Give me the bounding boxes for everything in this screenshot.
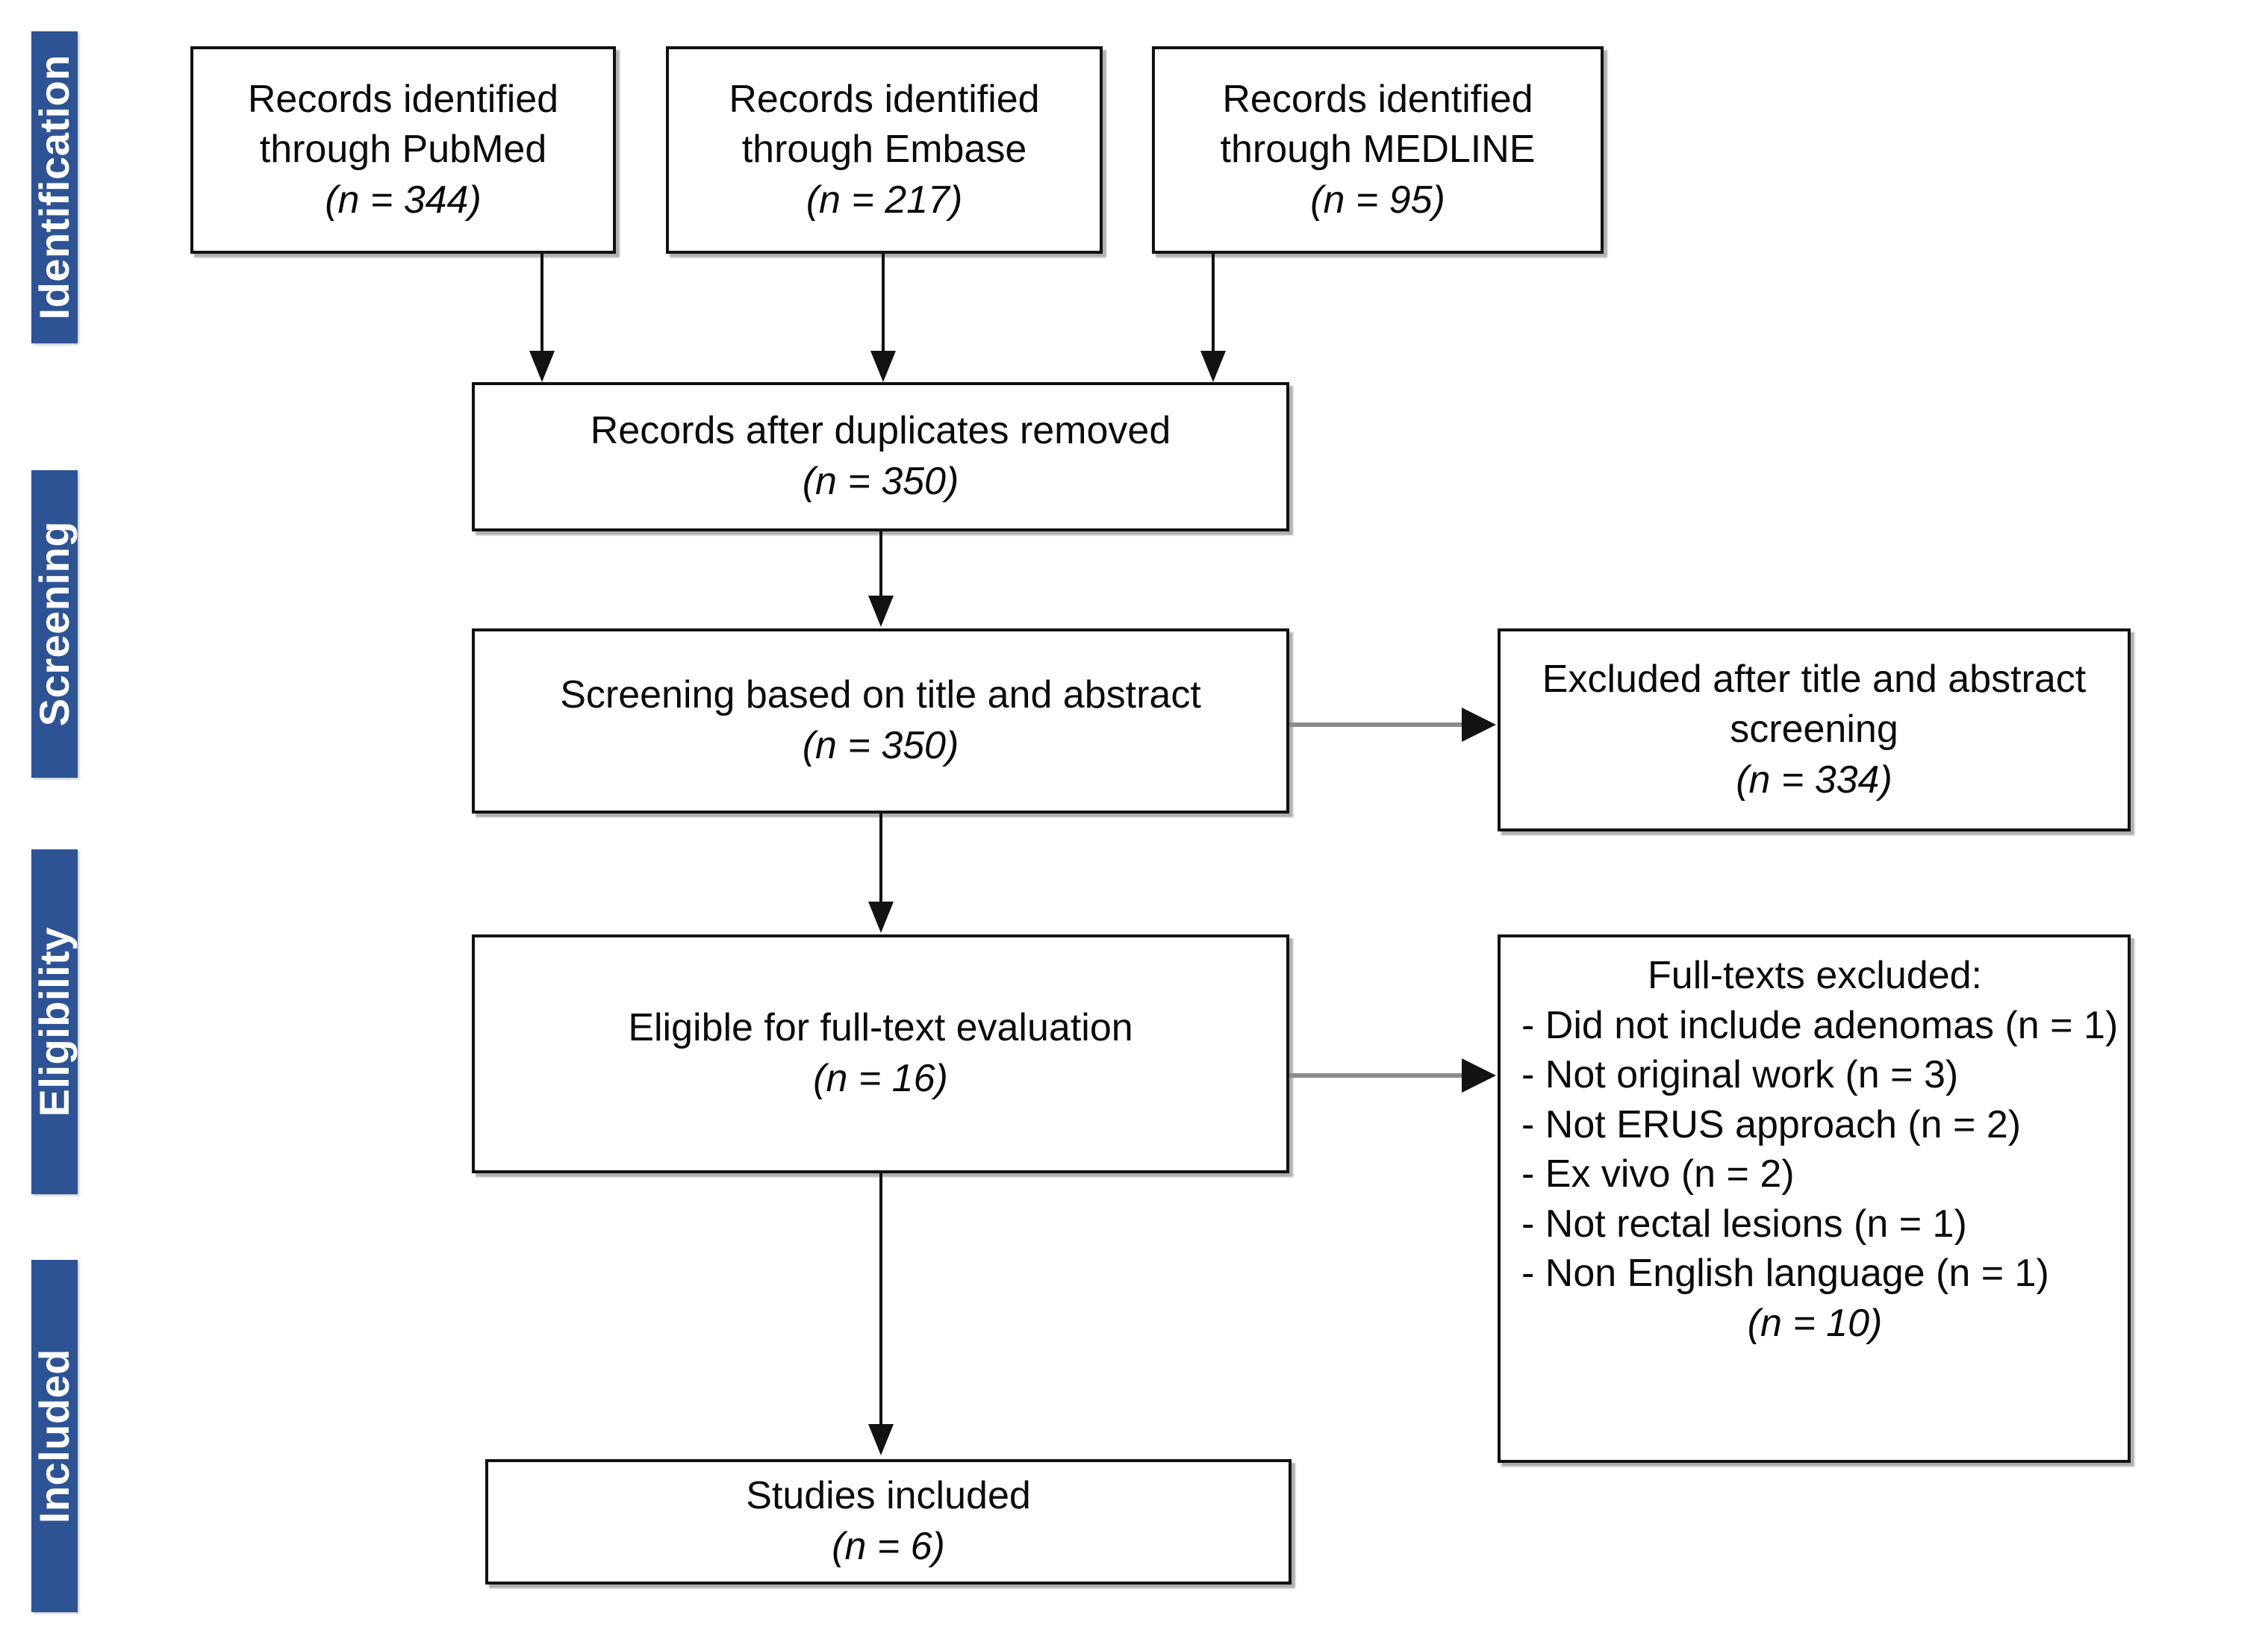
arrowhead-eligible-to-fulltext-excluded (1462, 1058, 1496, 1093)
stage-label-screening: Screening (31, 521, 78, 727)
box-eligible-full-text: Eligible for full-text evaluation (n = 1… (472, 934, 1289, 1173)
box-studies-included: Studies included (n = 6) (485, 1459, 1292, 1585)
stage-bar-identification: Identification (31, 31, 78, 343)
stage-label-eligibility: Eligibility (31, 926, 78, 1117)
box-screening-title-abstract: Screening based on title and abstract (n… (472, 628, 1289, 814)
arrowhead-medline-to-dedup (1200, 351, 1226, 382)
box-dedup-count: (n = 350) (802, 460, 959, 503)
box-medline-line2: through MEDLINE (1220, 128, 1536, 172)
box-eligible-count: (n = 16) (813, 1057, 948, 1100)
box-excluded-title-abstract: Excluded after title and abstract screen… (1498, 628, 2131, 831)
full-texts-excluded-item-3: - Not ERUS approach (n = 2) (1521, 1102, 2022, 1146)
box-records-embase: Records identified through Embase (n = 2… (666, 46, 1103, 254)
box-eligible-line1: Eligible for full-text evaluation (628, 1006, 1133, 1050)
stage-bar-eligibility: Eligibility (31, 849, 78, 1194)
connector-embase-to-dedup (882, 254, 885, 355)
connector-pubmed-to-dedup (540, 254, 543, 355)
box-medline-count: (n = 95) (1310, 178, 1445, 222)
box-excluded-ta-line1: Excluded after title and abstract (1542, 657, 2087, 701)
box-records-medline: Records identified through MEDLINE (n = … (1152, 46, 1604, 254)
arrowhead-dedup-to-screening (868, 596, 894, 627)
box-excluded-ta-line2: screening (1730, 708, 1898, 752)
stage-bar-screening: Screening (31, 470, 78, 778)
connector-screening-to-excluded (1289, 722, 1465, 727)
connector-dedup-to-screening (879, 531, 882, 599)
arrowhead-pubmed-to-dedup (529, 351, 555, 382)
box-embase-line2: through Embase (741, 128, 1027, 172)
box-pubmed-line2: through PubMed (259, 128, 547, 172)
arrowhead-screening-to-excluded (1462, 708, 1496, 742)
box-records-after-duplicates-removed: Records after duplicates removed (n = 35… (472, 382, 1289, 531)
box-included-count: (n = 6) (832, 1525, 945, 1568)
box-embase-line1: Records identified (729, 77, 1040, 121)
box-pubmed-count: (n = 344) (325, 178, 482, 222)
box-records-pubmed: Records identified through PubMed (n = 3… (190, 46, 616, 254)
box-screening-count: (n = 350) (802, 724, 959, 767)
connector-screening-to-eligible (879, 814, 882, 905)
full-texts-excluded-total: (n = 10) (1747, 1301, 1883, 1345)
box-dedup-line1: Records after duplicates removed (590, 409, 1171, 453)
box-excluded-ta-count: (n = 334) (1736, 758, 1892, 802)
full-texts-excluded-item-1: - Did not include adenomas (n = 1) (1521, 1003, 2119, 1047)
stage-label-included: Included (31, 1348, 78, 1524)
box-screening-line1: Screening based on title and abstract (560, 673, 1201, 717)
full-texts-excluded-item-6: - Non English language (n = 1) (1521, 1252, 2049, 1296)
stage-label-identification: Identification (31, 54, 78, 320)
full-texts-excluded-title: Full-texts excluded: (1648, 954, 1982, 997)
box-full-texts-excluded: Full-texts excluded: - Did not include a… (1498, 934, 2131, 1463)
connector-medline-to-dedup (1212, 254, 1215, 355)
arrowhead-embase-to-dedup (870, 351, 896, 382)
full-texts-excluded-item-5: - Not rectal lesions (n = 1) (1521, 1202, 1967, 1246)
arrowhead-screening-to-eligible (868, 902, 894, 933)
box-included-line1: Studies included (746, 1474, 1031, 1518)
connector-eligible-to-included (879, 1173, 882, 1427)
full-texts-excluded-item-2: - Not original work (n = 3) (1521, 1053, 1959, 1097)
box-pubmed-line1: Records identified (247, 77, 559, 121)
arrowhead-eligible-to-included (868, 1424, 894, 1455)
box-embase-count: (n = 217) (806, 178, 963, 222)
connector-eligible-to-fulltext-excluded (1289, 1073, 1465, 1078)
full-texts-excluded-item-4: - Ex vivo (n = 2) (1521, 1152, 1795, 1196)
stage-bar-included: Included (31, 1260, 78, 1612)
box-medline-line1: Records identified (1222, 77, 1533, 121)
